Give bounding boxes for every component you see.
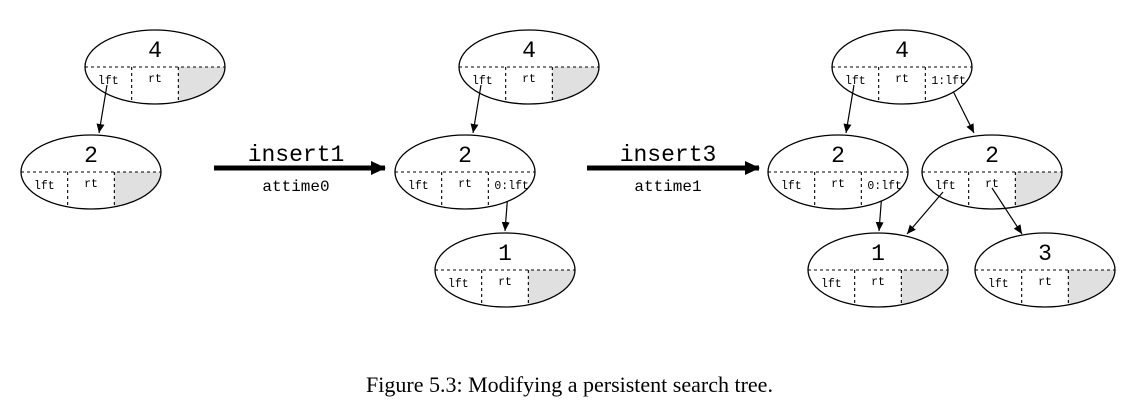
lft-field-label: lft — [448, 278, 469, 291]
node-key: 2 — [831, 143, 845, 169]
lft-field-label: lft — [988, 278, 1009, 291]
node-key: 1 — [498, 241, 512, 267]
extra-pointer-label: 1:lft — [931, 75, 966, 88]
tree-node: 1 lft rt — [434, 232, 576, 308]
pointer-arrow — [949, 84, 975, 134]
operation-time-label: attime1 — [634, 178, 701, 196]
operation-label: insert1 — [248, 142, 345, 168]
rt-field-label: rt — [985, 178, 999, 191]
extra-pointer-label: 0:lft — [494, 180, 529, 193]
node-key: 4 — [148, 38, 162, 64]
rt-field-label: rt — [831, 178, 845, 191]
rt-field-label: rt — [84, 178, 98, 191]
lft-field-label: lft — [781, 180, 802, 193]
lft-field-label: lft — [472, 75, 493, 88]
tree-node: 2 lft rt — [921, 134, 1063, 210]
node-key: 1 — [871, 241, 885, 267]
rt-field-label: rt — [522, 73, 536, 86]
pointer-arrow — [991, 187, 1023, 235]
tree-node: 3 lft rt — [974, 232, 1116, 308]
tree-node: 4 lft rt 1:lft — [831, 29, 973, 105]
lft-field-label: lft — [98, 75, 119, 88]
tree-node: 1 lft rt — [807, 232, 949, 308]
node-key: 3 — [1038, 241, 1052, 267]
lft-field-label: lft — [935, 180, 956, 193]
node-key: 2 — [458, 143, 472, 169]
node-key: 2 — [985, 143, 999, 169]
lft-field-label: lft — [845, 75, 866, 88]
lft-field-label: lft — [821, 278, 842, 291]
pointer-arrow — [906, 191, 944, 235]
pointer-edges — [96, 84, 1023, 235]
lft-field-label: lft — [34, 180, 55, 193]
rt-field-label: rt — [895, 73, 909, 86]
figure-caption: Figure 5.3: Modifying a persistent searc… — [366, 372, 773, 397]
extra-pointer-label: 0:lft — [867, 180, 902, 193]
rt-field-label: rt — [871, 276, 885, 289]
tree-node: 2 lft rt 0:lft — [767, 134, 909, 210]
rt-field-label: rt — [458, 178, 472, 191]
rt-field-label: rt — [148, 73, 162, 86]
rt-field-label: rt — [498, 276, 512, 289]
operation-arrows: insert1 attime0 insert3 attime1 — [214, 142, 760, 196]
operation-label: insert3 — [620, 142, 717, 168]
node-key: 4 — [522, 38, 536, 64]
operation-time-label: attime0 — [262, 178, 329, 196]
rt-field-label: rt — [1038, 276, 1052, 289]
tree-node: 2 lft rt — [20, 134, 162, 210]
tree-node: 2 lft rt 0:lft — [394, 134, 536, 210]
lft-field-label: lft — [408, 180, 429, 193]
node-key: 2 — [84, 143, 98, 169]
node-key: 4 — [895, 38, 909, 64]
tree-nodes: 4 lft rt 2 lft rt 4 lft rt 2 lft rt 0:lft 1 lft rt 4 lft r… — [20, 29, 1116, 308]
